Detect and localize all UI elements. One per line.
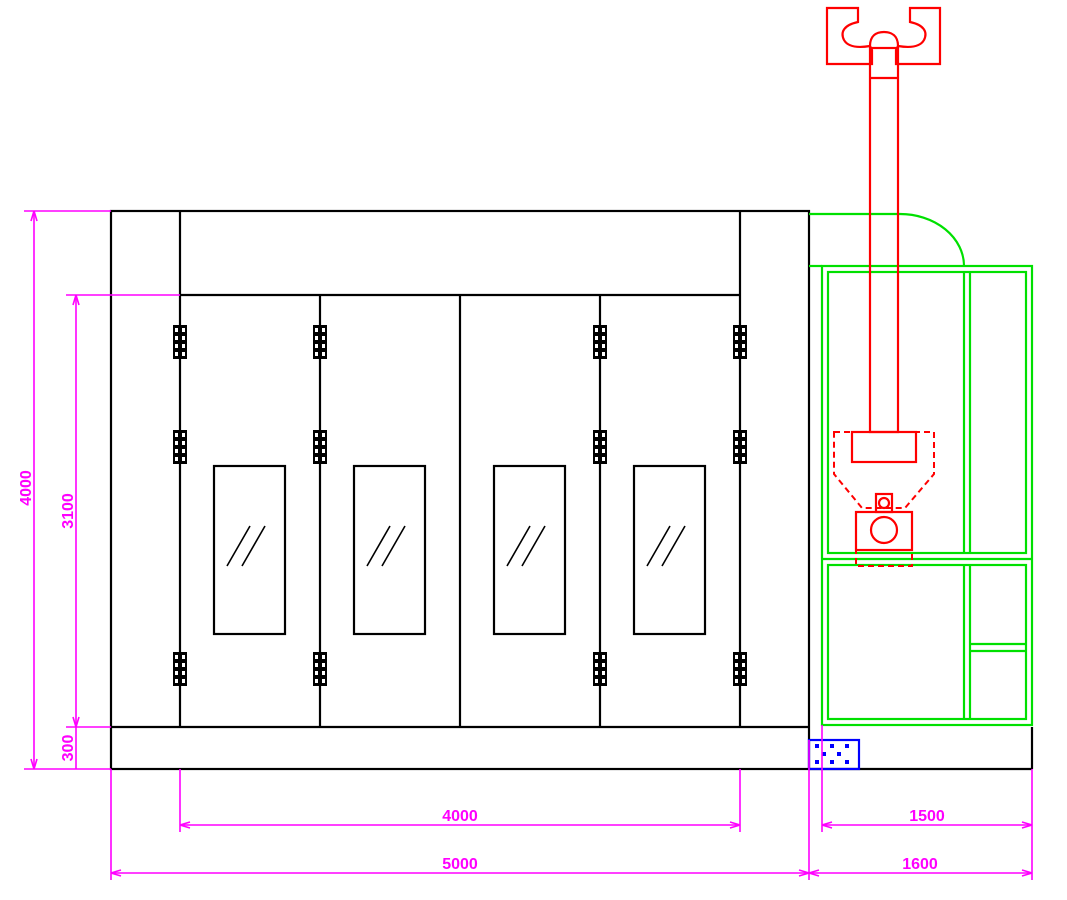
hinge-icon (313, 430, 327, 464)
hinge-icon (593, 325, 607, 359)
dim-base-height: 300 (60, 735, 77, 762)
booth-outline (109, 209, 811, 771)
hinge-icon (593, 652, 607, 686)
glass-window-icon (492, 464, 567, 636)
dimension-lines (24, 210, 1033, 880)
dim-overall-height: 4000 (18, 470, 35, 506)
hinge-icon (733, 652, 747, 686)
dim-unit-width: 1600 (902, 856, 938, 873)
dimension-labels: 4000 3100 300 4000 5000 1500 1600 (18, 470, 945, 873)
glass-window-icon (352, 464, 427, 636)
exhaust-duct (868, 46, 900, 434)
booth-body (109, 209, 1034, 771)
dim-door-width: 4000 (442, 808, 478, 825)
hinge-icon (173, 652, 187, 686)
hinge-icon (733, 325, 747, 359)
unit-outer-frame (820, 264, 1034, 727)
dim-unit-inner-width: 1500 (909, 808, 945, 825)
upper-chamber (826, 270, 1028, 555)
fan-motor-icon (854, 492, 914, 567)
hinge-icon (733, 430, 747, 464)
exhaust-system (825, 6, 942, 567)
door-windows (212, 464, 707, 636)
dim-wall-height: 3100 (60, 493, 77, 529)
exhaust-cap (825, 6, 942, 66)
air-supply-unit (809, 212, 1034, 727)
base-block (807, 738, 861, 771)
glass-window-icon (632, 464, 707, 636)
door-hinges (173, 325, 747, 686)
hinge-icon (593, 430, 607, 464)
hinge-icon (173, 430, 187, 464)
hinge-icon (173, 325, 187, 359)
dim-booth-width: 5000 (442, 856, 478, 873)
lower-chamber (826, 563, 1028, 721)
hinge-icon (313, 652, 327, 686)
glass-window-icon (212, 464, 287, 636)
fan-housing (850, 430, 918, 464)
hinge-icon (313, 325, 327, 359)
